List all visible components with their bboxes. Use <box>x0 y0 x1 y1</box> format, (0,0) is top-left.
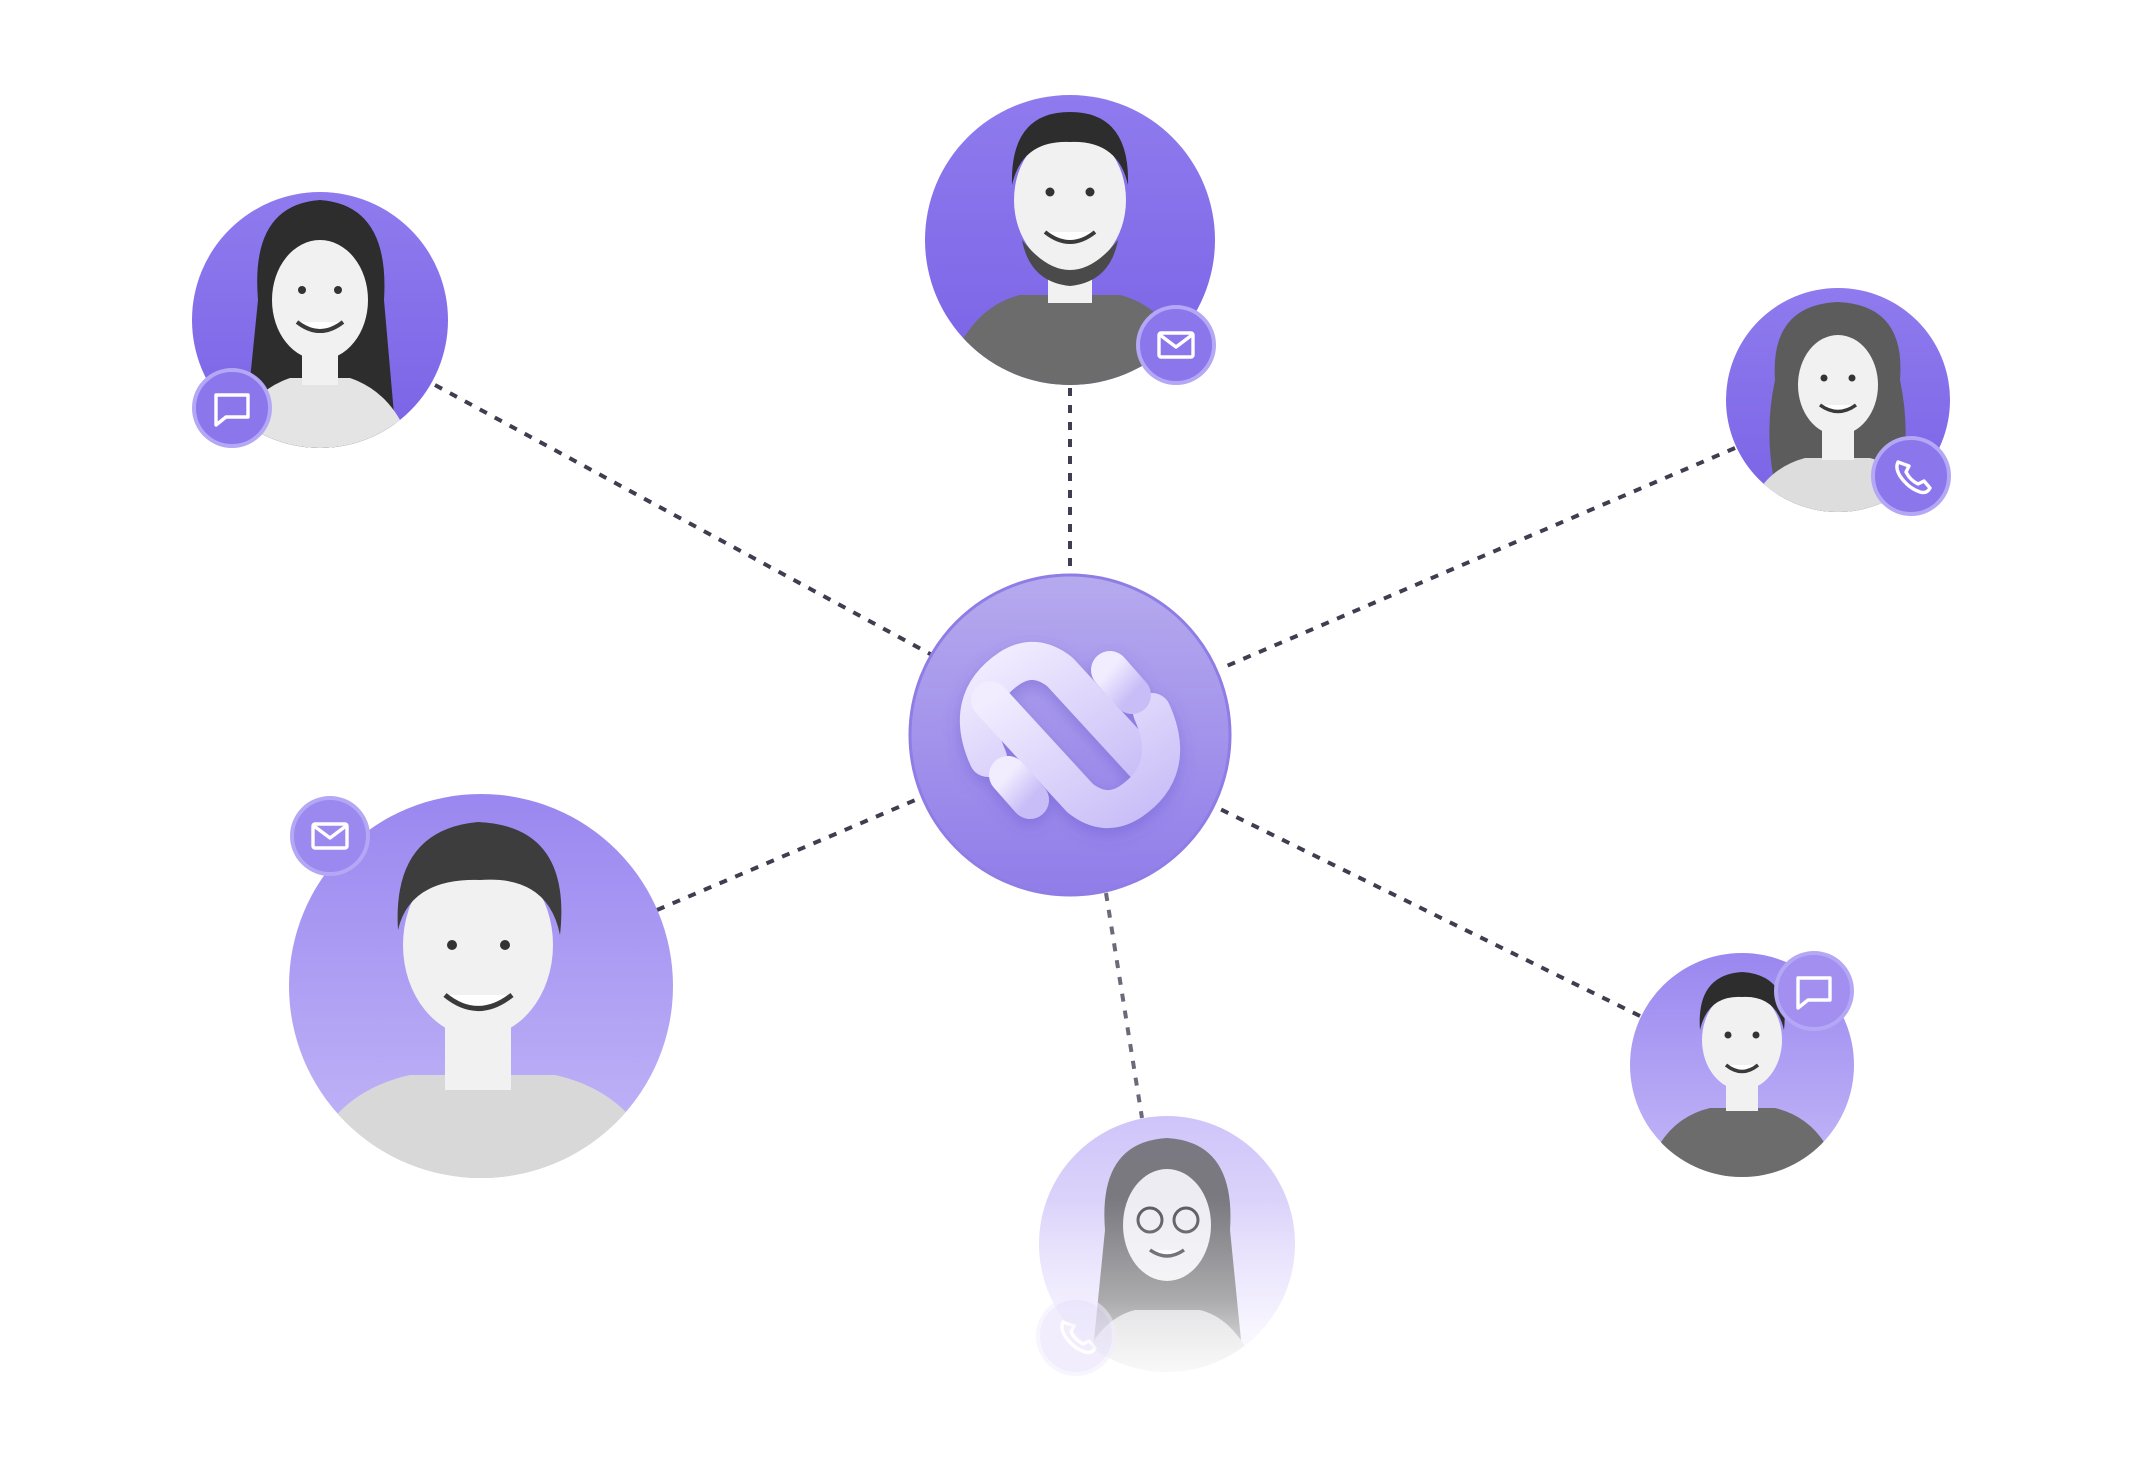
contact-avatar[interactable] <box>192 192 448 460</box>
brand-logo-icon <box>959 642 1181 828</box>
person-portrait <box>940 112 1200 385</box>
phone-badge[interactable] <box>1871 436 1951 516</box>
phone-icon <box>1895 460 1932 495</box>
contact-avatar[interactable] <box>289 794 673 1190</box>
contact-avatar[interactable] <box>1030 1116 1310 1380</box>
connector-line <box>1217 806 1641 1018</box>
contact-avatar[interactable] <box>925 95 1216 400</box>
connector-line <box>1221 446 1736 670</box>
connector-line <box>1104 892 1144 1119</box>
connector-line <box>656 796 921 912</box>
phone-badge[interactable] <box>1036 1296 1116 1376</box>
mail-badge[interactable] <box>290 796 370 876</box>
hub-node[interactable] <box>908 573 1232 897</box>
phone-icon <box>1060 1320 1097 1355</box>
hub-circle <box>908 573 1232 897</box>
chat-icon <box>214 393 250 427</box>
contact-avatar[interactable] <box>1630 951 1854 1180</box>
mail-icon <box>311 822 349 850</box>
mail-badge[interactable] <box>1136 305 1216 385</box>
chat-badge[interactable] <box>192 368 272 448</box>
person-portrait <box>225 200 415 448</box>
connector-line <box>434 383 933 657</box>
chat-icon <box>1796 976 1832 1010</box>
person-portrait <box>1645 972 1840 1177</box>
contact-avatar[interactable] <box>1726 288 1951 520</box>
connector-lines <box>434 383 1736 1119</box>
mail-icon <box>1157 331 1195 359</box>
chat-badge[interactable] <box>1774 951 1854 1031</box>
